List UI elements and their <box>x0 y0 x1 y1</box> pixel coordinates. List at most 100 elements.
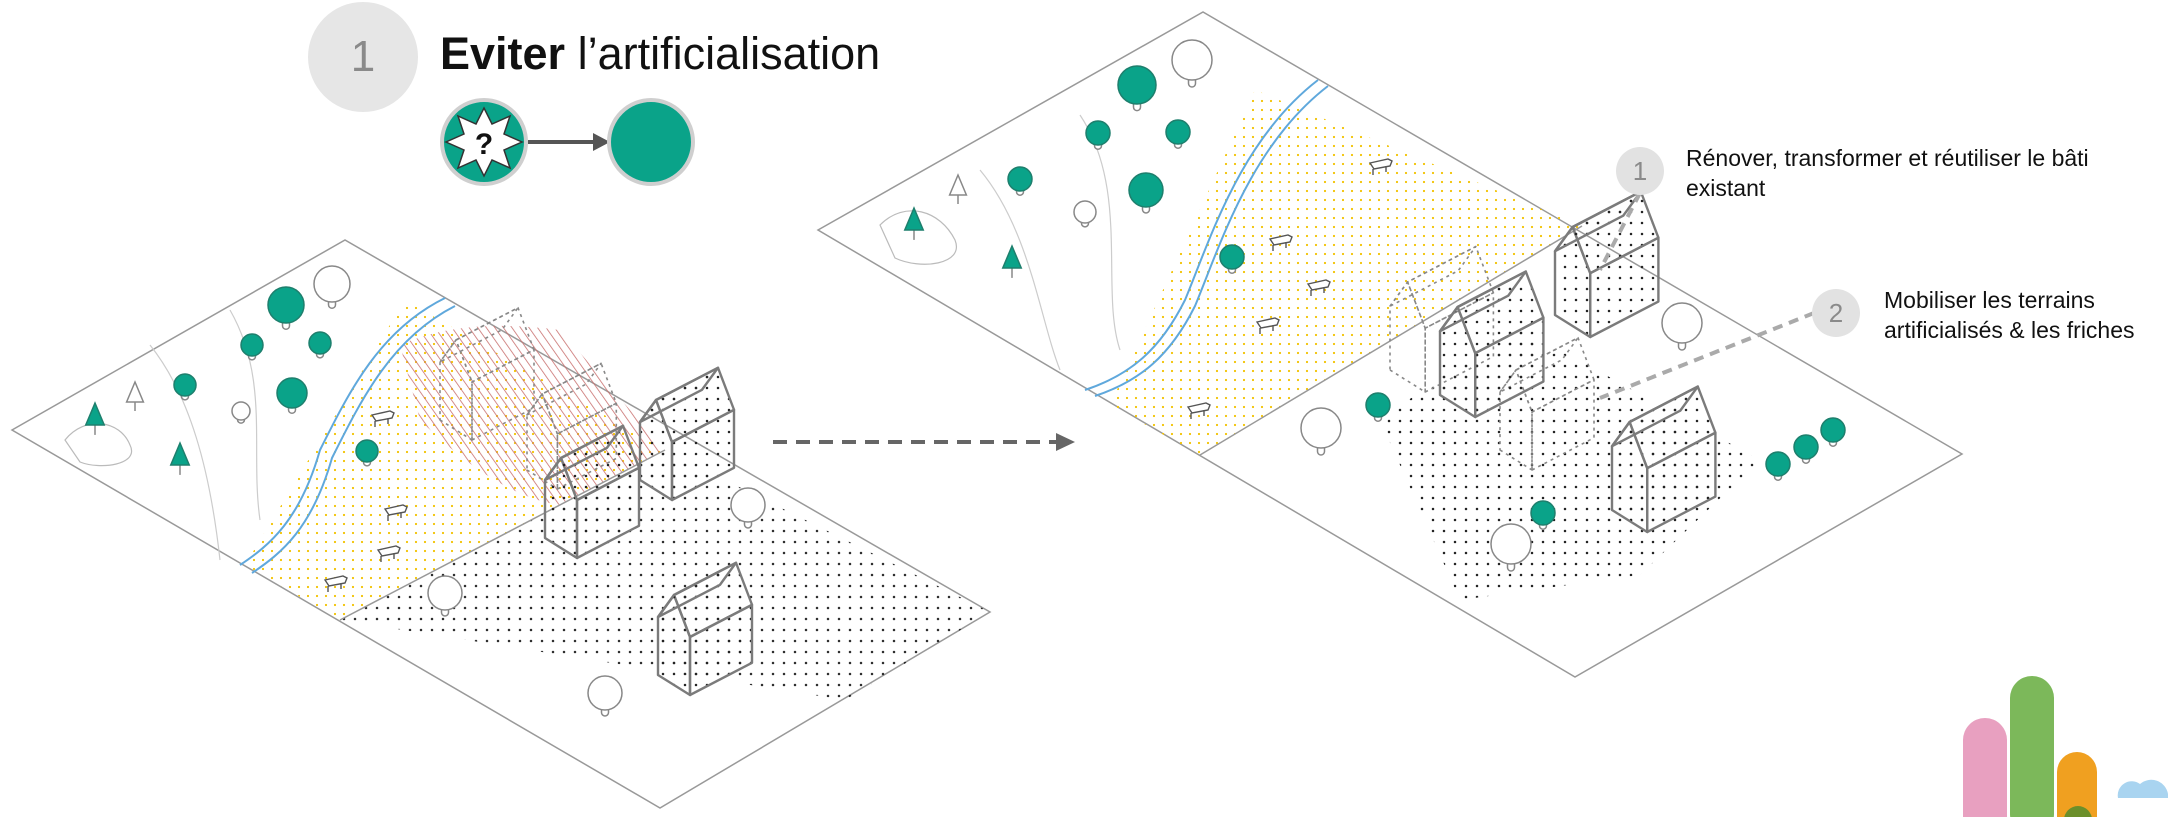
tree-icon <box>267 286 305 331</box>
house-icon <box>543 424 641 560</box>
tree-icon <box>355 439 379 467</box>
chicken-icon <box>1368 158 1393 175</box>
house-icon <box>638 366 736 502</box>
goat-icon <box>323 575 348 592</box>
house-icon <box>439 306 535 441</box>
house-roof <box>541 362 618 435</box>
callout-2-line1: Mobiliser les terrains <box>1884 287 2095 313</box>
tree-crown <box>1165 119 1191 145</box>
tree-crown <box>1530 500 1556 526</box>
house-gable <box>439 339 473 441</box>
house-roof-back <box>1438 270 1528 333</box>
tree-icon <box>1117 65 1157 112</box>
step-number: 1 <box>350 32 376 81</box>
zone-divider <box>1199 225 1583 456</box>
header-pictogram: ? <box>440 98 695 186</box>
urban-dotted-area <box>340 450 990 700</box>
tree-icon <box>276 377 308 414</box>
river-line-b <box>1094 85 1329 397</box>
arrow-right-icon <box>1056 433 1075 451</box>
left-plate <box>10 239 992 809</box>
house-roof-back <box>1610 385 1700 448</box>
callout-number-1: 1 <box>1632 155 1648 186</box>
title-bold: Eviter <box>440 28 566 79</box>
callout-leader-1 <box>1598 192 1642 271</box>
tree-icon <box>1219 244 1245 274</box>
river-line-a <box>239 297 446 566</box>
arrow-right-icon <box>593 133 610 151</box>
tree-icon <box>1793 434 1819 464</box>
cow-icon <box>376 545 401 562</box>
transition-arrow <box>773 433 1075 451</box>
house-roof-back <box>439 306 519 363</box>
conifer-crown <box>903 206 925 231</box>
house-roof <box>1515 336 1595 413</box>
tree-icon <box>1073 200 1097 228</box>
logo-bar-pink <box>1963 718 2007 817</box>
cow-icon <box>1268 234 1293 251</box>
contour-line <box>979 169 1061 371</box>
conifer-crown <box>84 401 106 426</box>
contour-line <box>879 210 958 265</box>
tree-crown <box>1073 200 1097 224</box>
animal-outline <box>1186 402 1211 419</box>
animal-outline <box>323 575 348 592</box>
question-burst-icon <box>444 106 524 178</box>
tree-icon <box>231 401 251 424</box>
tree-crown <box>276 377 308 409</box>
logo-dot <box>2064 806 2092 817</box>
conifer-icon <box>125 380 145 411</box>
animal-outline <box>1268 234 1293 251</box>
callout-2-line2: artificialisés & les friches <box>1884 317 2135 343</box>
conifer-icon <box>169 441 191 475</box>
meadow-area <box>245 300 665 620</box>
tree-icon <box>1171 39 1213 88</box>
logo-bar-orange <box>2057 752 2097 817</box>
house-roof-back <box>543 424 625 482</box>
house-icon <box>1553 190 1660 339</box>
cow-icon <box>1255 317 1280 334</box>
tree-icon <box>1661 302 1703 351</box>
callout-badge-2: 2 <box>1812 289 1860 337</box>
house-icon <box>656 561 754 697</box>
river-line-b <box>251 305 456 574</box>
meadow-area <box>1110 90 1582 455</box>
tree-icon <box>730 487 766 529</box>
tree-icon <box>587 675 623 717</box>
tree-icon <box>1530 500 1556 530</box>
tree-icon <box>313 265 351 310</box>
callout-text-2: Mobiliser les terrains artificialisés & … <box>1884 285 2135 345</box>
river-line-a <box>1084 79 1319 391</box>
tree-crown <box>1085 120 1111 146</box>
tree-crown <box>1007 166 1033 192</box>
house-roof <box>455 306 535 383</box>
house-wall <box>471 348 535 441</box>
cow-icon <box>370 410 395 427</box>
tree-crown <box>1490 523 1532 565</box>
tree-crown <box>173 373 197 397</box>
logo-bar-green <box>2010 676 2054 817</box>
tree-crown <box>313 265 351 303</box>
page-title: Eviter l’artificialisation <box>440 28 880 80</box>
conifer-icon <box>948 173 968 204</box>
tree-icon <box>1165 119 1191 149</box>
tree-icon <box>1820 417 1846 447</box>
house-roof-back <box>638 366 720 424</box>
animal-outline <box>370 410 395 427</box>
tree-crown <box>587 675 623 711</box>
tree-crown <box>308 331 332 355</box>
animal-outline <box>1255 317 1280 334</box>
tree-icon <box>240 333 264 361</box>
house-icon <box>1610 385 1717 534</box>
tree-crown <box>1661 302 1703 344</box>
callout-1-line2: existant <box>1686 175 1766 201</box>
tree-icon <box>1300 407 1342 456</box>
animal-outline <box>1368 158 1393 175</box>
house-wall <box>1531 378 1595 471</box>
conifer-crown <box>948 173 968 196</box>
house-roof-back <box>526 362 602 416</box>
conifer-icon <box>84 401 106 435</box>
animal-outline <box>383 504 408 521</box>
tree-crown <box>231 401 251 421</box>
